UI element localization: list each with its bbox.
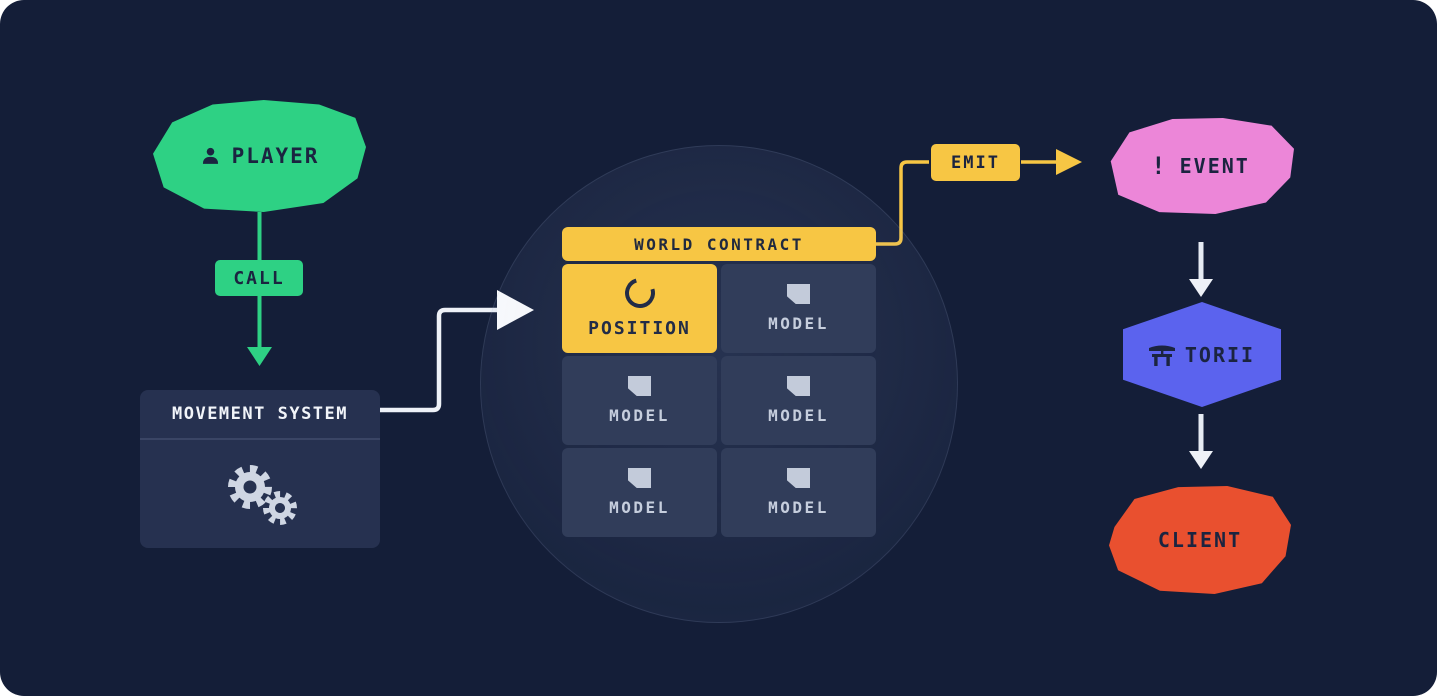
model-icon (787, 376, 810, 396)
movement-system-label: MOVEMENT SYSTEM (171, 404, 349, 424)
person-icon (202, 147, 218, 164)
model-label: MODEL (609, 498, 670, 517)
world-contract-grid: POSITION MODEL MODEL MODEL MODEL MODEL (562, 264, 876, 537)
model-cell: MODEL (721, 264, 876, 353)
world-contract-label: WORLD CONTRACT (634, 234, 804, 254)
client-label: CLIENT (1157, 528, 1243, 552)
torii-node: TORII (1123, 302, 1281, 407)
emit-badge: EMIT (931, 144, 1020, 181)
model-cell: MODEL (721, 356, 876, 445)
model-label: MODEL (768, 314, 829, 333)
model-label: MODEL (768, 406, 829, 425)
model-icon (787, 468, 810, 488)
torii-gate-icon (1148, 345, 1175, 366)
model-icon (628, 376, 651, 396)
movement-system-header: MOVEMENT SYSTEM (140, 390, 380, 440)
spinner-icon (619, 272, 660, 314)
event-node: ! EVENT (1110, 118, 1294, 214)
event-to-torii-arrow (1189, 242, 1213, 297)
emit-label: EMIT (951, 152, 1000, 173)
movement-system-body (140, 440, 380, 548)
player-node: PLAYER (153, 100, 366, 212)
exclamation-icon: ! (1151, 152, 1168, 180)
model-icon (628, 468, 651, 488)
call-label: CALL (233, 267, 285, 289)
gears-icon (228, 465, 297, 525)
movement-system-box: MOVEMENT SYSTEM (140, 390, 380, 548)
model-cell: MODEL (562, 448, 717, 537)
model-label: MODEL (768, 498, 829, 517)
model-icon (787, 284, 810, 304)
event-label: EVENT (1179, 154, 1250, 178)
torii-label: TORII (1184, 342, 1256, 367)
position-cell: POSITION (562, 264, 717, 353)
player-label: PLAYER (231, 144, 320, 168)
call-badge: CALL (215, 260, 303, 296)
model-cell: MODEL (562, 356, 717, 445)
model-label: MODEL (609, 406, 670, 425)
emit-to-event-arrow (1021, 149, 1082, 175)
model-cell: MODEL (721, 448, 876, 537)
world-contract-bar: WORLD CONTRACT (562, 227, 876, 261)
client-node: CLIENT (1109, 486, 1291, 594)
position-label: POSITION (588, 318, 691, 339)
torii-to-client-arrow (1189, 414, 1213, 469)
